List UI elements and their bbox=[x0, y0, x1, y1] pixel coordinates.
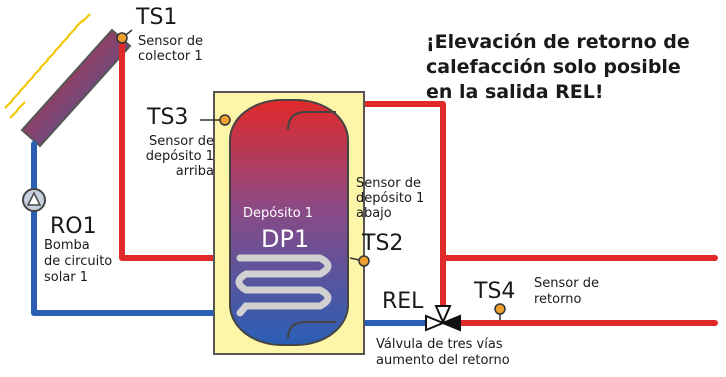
ro1-tag: RO1 bbox=[50, 214, 97, 239]
tank-code: DP1 bbox=[261, 225, 310, 253]
ro1-desc-2: de circuito bbox=[44, 254, 113, 269]
ts2-desc-2: depósito 1 bbox=[356, 191, 425, 206]
ts3-desc-1: Sensor de bbox=[149, 134, 214, 149]
tank-name: Depósito 1 bbox=[243, 206, 314, 221]
storage-tank bbox=[213, 91, 365, 355]
sensor-ts2-icon bbox=[349, 255, 370, 267]
warning-line-2: calefacción solo posible bbox=[426, 56, 681, 78]
three-way-valve-icon bbox=[425, 305, 461, 332]
warning-note: ¡Elevación de retorno de calefacción sol… bbox=[426, 30, 726, 105]
valve-tag: REL bbox=[382, 289, 424, 314]
ts3-desc-2: depósito 1 bbox=[145, 149, 214, 164]
sensor-ts3-icon bbox=[200, 114, 231, 126]
ro1-desc-1: Bomba bbox=[44, 238, 90, 253]
ts1-desc-2: colector 1 bbox=[138, 49, 203, 64]
warning-line-3: en la salida REL! bbox=[426, 81, 604, 103]
solar-collector bbox=[20, 28, 132, 148]
valve-desc-2: aumento del retorno bbox=[376, 353, 510, 368]
ts2-desc-1: Sensor de bbox=[356, 176, 421, 191]
ts4-desc-2: retorno bbox=[534, 292, 582, 307]
ro1-desc-3: solar 1 bbox=[44, 270, 89, 285]
ts2-desc-3: abajo bbox=[356, 206, 392, 221]
ts4-tag: TS4 bbox=[474, 279, 516, 304]
ts4-desc-1: Sensor de bbox=[534, 276, 599, 291]
ts3-tag: TS3 bbox=[147, 105, 189, 130]
sensor-ts4-icon bbox=[494, 303, 506, 320]
heat-exchanger-coil bbox=[235, 254, 332, 317]
sun-rays-icon bbox=[4, 13, 91, 119]
warning-line-1: ¡Elevación de retorno de bbox=[426, 31, 690, 53]
ts3-desc-3: arriba bbox=[175, 164, 214, 179]
ts1-tag: TS1 bbox=[136, 5, 178, 30]
pump-icon bbox=[22, 188, 46, 212]
valve-desc-1: Válvula de tres vías bbox=[376, 337, 503, 352]
ts2-tag: TS2 bbox=[362, 231, 404, 256]
ts1-desc-1: Sensor de bbox=[138, 34, 203, 49]
sensor-ts1-icon bbox=[116, 29, 133, 44]
